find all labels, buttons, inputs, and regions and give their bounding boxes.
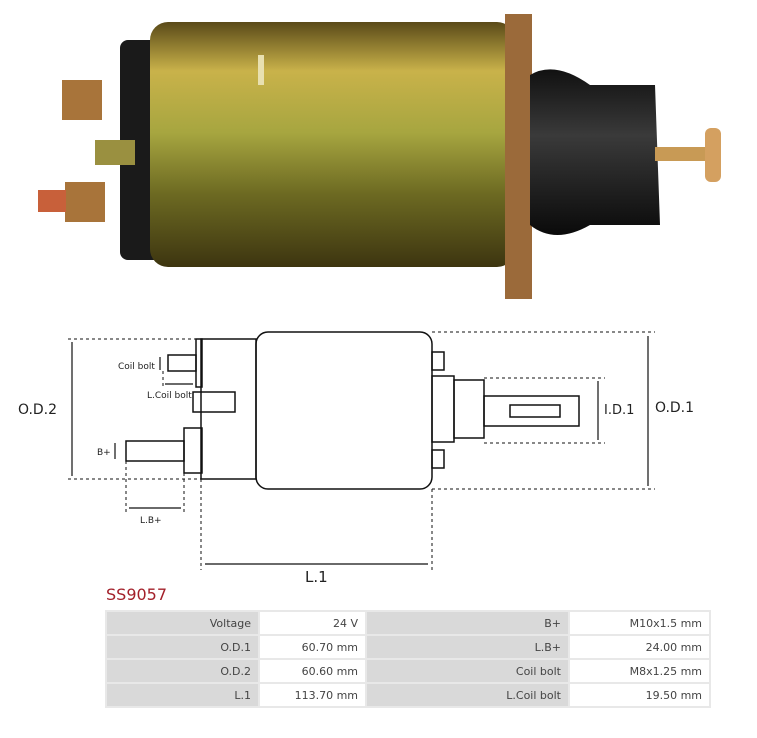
spec-value: 19.50 mm [570, 684, 709, 706]
spec-value: M8x1.25 mm [570, 660, 709, 682]
b-plus-label: B+ [97, 448, 111, 458]
spec-label: L.B+ [367, 636, 568, 658]
spec-value: 24 V [260, 612, 365, 634]
product-code: SS9057 [106, 585, 168, 604]
l-b-plus-label: L.B+ [140, 516, 162, 526]
od2-label: O.D.2 [18, 402, 57, 418]
spec-value: 113.70 mm [260, 684, 365, 706]
coil-bolt-label: Coil bolt [118, 362, 155, 372]
spec-value: 60.60 mm [260, 660, 365, 682]
l-coil-bolt-label: L.Coil bolt [147, 391, 192, 401]
dimension-diagram [68, 331, 655, 570]
spec-value: M10x1.5 mm [570, 612, 709, 634]
product-illustration: O.D.2 O.D.1 I.D.1 L.1 Coil bolt L.Coil b… [18, 14, 721, 586]
spec-label: Voltage [107, 612, 258, 634]
solenoid-photo [38, 14, 721, 299]
spec-label: L.1 [107, 684, 258, 706]
id1-label: I.D.1 [604, 403, 634, 418]
spec-label: O.D.2 [107, 660, 258, 682]
l1-label: L.1 [305, 568, 328, 586]
spec-label: Coil bolt [367, 660, 568, 682]
od1-label: O.D.1 [655, 400, 694, 416]
spec-label: B+ [367, 612, 568, 634]
spec-label: L.Coil bolt [367, 684, 568, 706]
spec-label: O.D.1 [107, 636, 258, 658]
spec-value: 24.00 mm [570, 636, 709, 658]
spec-value: 60.70 mm [260, 636, 365, 658]
